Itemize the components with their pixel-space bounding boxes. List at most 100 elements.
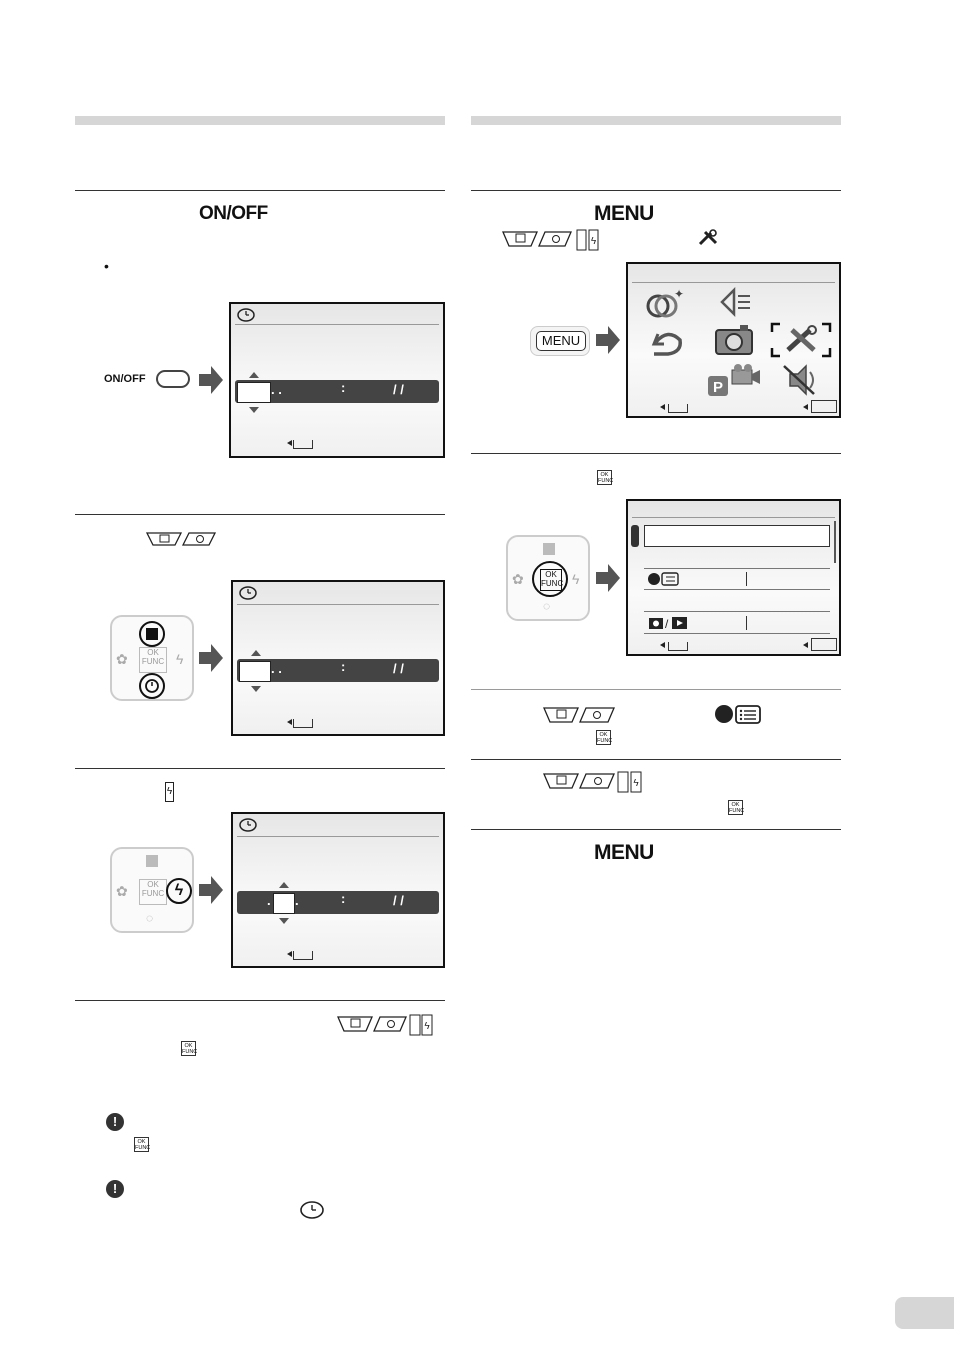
list-item-selected[interactable] xyxy=(644,525,830,547)
row-divider xyxy=(644,611,830,612)
self-timer-icon xyxy=(145,679,159,693)
clock-icon xyxy=(239,818,257,832)
back-arrow-icon xyxy=(287,951,292,957)
onoff-side-label: ON/OFF xyxy=(104,373,146,385)
menu-label: MENU xyxy=(594,841,654,864)
date-format-slashes: / / xyxy=(393,893,404,908)
language-icon xyxy=(715,705,761,724)
clock-icon xyxy=(237,308,255,322)
time-colon: : xyxy=(341,380,346,395)
flash-button[interactable]: ϟ xyxy=(166,878,192,904)
up-arrow-icon xyxy=(251,650,261,656)
arrow-right-icon xyxy=(199,366,223,394)
month-field[interactable] xyxy=(273,893,295,914)
forward-arrow-icon xyxy=(803,404,808,410)
reset-icon xyxy=(651,332,682,356)
screen-divider xyxy=(237,604,439,605)
scene-mode-icon: P xyxy=(708,364,760,396)
step-rule-1 xyxy=(75,190,445,191)
page-indicator xyxy=(631,525,639,547)
macro-icon: ✿ xyxy=(512,571,524,587)
screen-divider xyxy=(632,517,835,518)
image-quality-icon: ✦ xyxy=(646,288,684,318)
menu-label: MENU xyxy=(594,202,654,225)
up-down-button-icon xyxy=(145,532,217,546)
section-header-bar-left xyxy=(75,116,445,125)
date-dot: . xyxy=(295,893,299,908)
back-arrow-icon xyxy=(287,440,292,446)
row-divider xyxy=(644,633,830,634)
arrow-right-icon xyxy=(596,326,620,354)
playback-camera-item[interactable]: / xyxy=(648,615,690,631)
date-dots: . . xyxy=(271,382,282,397)
image-size-icon xyxy=(720,286,750,318)
step-rule-8 xyxy=(471,759,841,760)
ok-button-icon xyxy=(811,400,837,413)
date-dots: . . xyxy=(271,661,282,676)
svg-text:✦: ✦ xyxy=(674,288,684,301)
setup-list-screen: / xyxy=(626,499,841,656)
onoff-button[interactable] xyxy=(156,370,190,388)
arrow-right-icon xyxy=(199,876,223,904)
caution-icon: ! xyxy=(106,1113,124,1131)
menu-button[interactable]: MENU xyxy=(536,331,586,351)
step-rule-7 xyxy=(471,689,841,690)
date-time-screen-3: . . : / / xyxy=(231,812,445,968)
date-field-row[interactable] xyxy=(235,380,439,403)
flash-icon: ϟ xyxy=(174,882,184,899)
year-field[interactable] xyxy=(239,661,271,682)
self-timer-button[interactable] xyxy=(139,673,165,699)
menu-button-icon xyxy=(293,440,313,449)
arrow-buttons-icon: ϟ xyxy=(337,1014,433,1036)
step-rule-4 xyxy=(75,1000,445,1001)
date-time-screen-2: . . : / / xyxy=(231,580,445,736)
date-dot: . xyxy=(267,893,271,908)
screen-divider xyxy=(237,836,439,837)
bullet: • xyxy=(104,258,109,274)
section-header-bar-right xyxy=(471,116,841,125)
time-colon: : xyxy=(341,891,346,906)
macro-icon: ✿ xyxy=(116,651,128,667)
language-menu-item[interactable] xyxy=(648,571,680,587)
up-down-button-icon xyxy=(543,707,615,723)
date-time-screen-1: . . : / / xyxy=(229,302,445,458)
menu-button-icon xyxy=(668,642,688,651)
value-divider xyxy=(746,572,747,586)
ok-button-icon xyxy=(811,638,837,651)
date-field-row[interactable] xyxy=(237,659,439,682)
forward-arrow-icon xyxy=(803,642,808,648)
silent-mode-icon xyxy=(783,364,815,396)
arrow-right-icon xyxy=(199,644,223,672)
down-arrow-icon xyxy=(249,407,259,413)
arrow-buttons-icon: ϟ xyxy=(543,771,642,793)
menu-button-icon xyxy=(668,404,688,413)
setup-selected-icon xyxy=(770,322,832,358)
screen-divider xyxy=(632,282,835,283)
exposure-icon xyxy=(146,628,158,640)
onoff-label: ON/OFF xyxy=(199,203,268,224)
exposure-icon xyxy=(543,543,555,555)
scrollbar[interactable] xyxy=(834,521,836,563)
setup-menu-item[interactable] xyxy=(770,322,832,358)
year-field[interactable] xyxy=(237,382,271,403)
down-arrow-icon xyxy=(251,686,261,692)
caution-icon: ! xyxy=(106,1180,124,1198)
right-button-icon: ϟ xyxy=(165,782,174,802)
svg-text:ϟ: ϟ xyxy=(591,236,597,247)
exposure-button[interactable] xyxy=(139,621,165,647)
clock-icon xyxy=(300,1201,324,1219)
time-colon: : xyxy=(341,659,346,674)
row-divider xyxy=(644,568,830,569)
step-rule-3 xyxy=(75,768,445,769)
macro-icon: ✿ xyxy=(116,883,128,899)
camera-playback-icon: / xyxy=(649,617,687,631)
menu-button-icon xyxy=(293,951,313,960)
up-arrow-icon xyxy=(279,882,289,888)
